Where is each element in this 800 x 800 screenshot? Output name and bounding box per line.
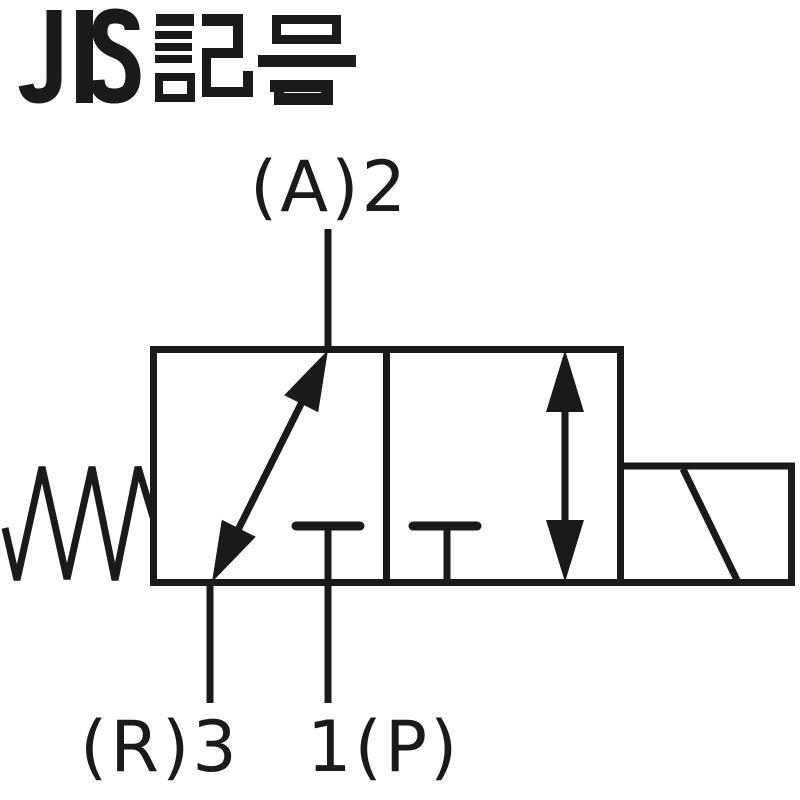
glyph-J: [18, 10, 62, 104]
port-labels: (A)2 (R)3 1(P): [80, 146, 460, 788]
vertical-arrowhead-down: [546, 520, 584, 582]
page-title: [18, 8, 356, 105]
vertical-arrowhead-up: [546, 350, 584, 412]
kanji-gou: [258, 15, 356, 105]
flow-path-arrowhead-up: [284, 350, 328, 413]
port-label-r3: (R)3: [80, 706, 240, 788]
glyph-I: [76, 10, 93, 103]
valve-position-box-left: [212, 350, 365, 582]
valve-position-box-right: [408, 350, 584, 582]
title-kanji: [155, 14, 356, 105]
solenoid-actuator-icon: [617, 462, 795, 586]
flow-path-diagonal-arrow-shaft: [220, 372, 320, 560]
flow-path-arrowhead-down: [212, 519, 256, 582]
port-label-1p: 1(P): [307, 706, 460, 788]
spring-return-icon: [1, 465, 157, 581]
valve-schematic: [1, 229, 795, 703]
kanji-ki: [155, 14, 253, 102]
solenoid-frame: [617, 462, 795, 586]
title-latin-jis: [18, 8, 141, 104]
glyph-S: [89, 8, 141, 104]
port-label-a2: (A)2: [250, 146, 409, 228]
solenoid-diagonal: [679, 467, 741, 582]
